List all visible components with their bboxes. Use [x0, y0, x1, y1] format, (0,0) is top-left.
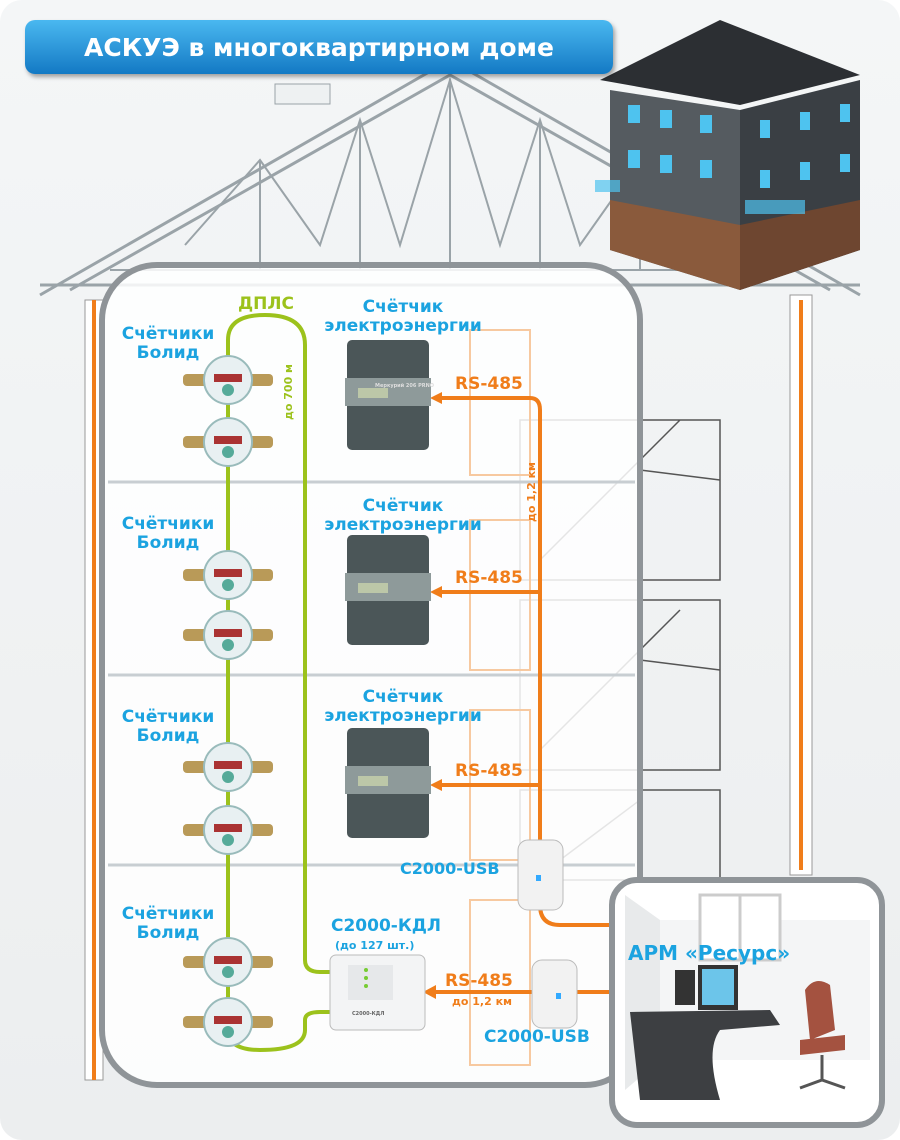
- bottom-rs485-label: RS-485: [445, 971, 513, 991]
- rs485-vertical-distance: до 1,2 км: [525, 461, 538, 522]
- arrowheads: [423, 392, 442, 999]
- kdl-label: С2000-КДЛ: [331, 916, 442, 936]
- walls: [84, 294, 813, 1081]
- rs485-label-floor-2: RS-485: [455, 568, 523, 588]
- kdl-device: [329, 954, 426, 1031]
- rs485-label-floor-1: RS-485: [455, 374, 523, 394]
- page-title: АСКУЭ в многоквартирном доме: [25, 20, 613, 74]
- kdl-device-text: С2000-КДЛ: [352, 1011, 385, 1017]
- water-meter: [183, 997, 273, 1047]
- water-meter: [183, 805, 273, 855]
- water-meters-label-floor-3: Счётчики Болид: [121, 707, 215, 746]
- dpls-line: [226, 312, 335, 1053]
- dpls-distance: до 700 м: [282, 363, 295, 420]
- usb-upper-label: С2000-USB: [400, 859, 500, 878]
- building-icon: [595, 20, 860, 290]
- electric-meter-label-floor-1: Счётчик электроэнергии: [324, 297, 482, 336]
- water-meters-label-floor-1: Счётчики Болид: [121, 324, 215, 363]
- dpls-label: ДПЛС: [238, 294, 294, 314]
- water-meter: [183, 417, 273, 467]
- usb-device-upper: [517, 839, 564, 911]
- water-meter: [183, 550, 273, 600]
- electric-meter: [345, 535, 431, 645]
- water-meter: [183, 610, 273, 660]
- usb-device-lower: [531, 959, 578, 1029]
- electric-meter: [345, 340, 431, 450]
- usb-lower-label: С2000-USB: [484, 1027, 590, 1047]
- rs485-label-floor-3: RS-485: [455, 761, 523, 781]
- water-meter: [183, 937, 273, 987]
- electric-meters: [345, 340, 431, 838]
- electric-meter-label-floor-2: Счётчик электроэнергии: [324, 496, 482, 535]
- arm-room: [609, 877, 885, 1128]
- water-meters-label-floor-4: Счётчики Болид: [121, 904, 215, 943]
- chimney: [274, 83, 331, 105]
- electric-meter-label-floor-3: Счётчик электроэнергии: [324, 687, 482, 726]
- water-meters-label-floor-2: Счётчики Болид: [121, 514, 215, 553]
- electric-meter: [345, 728, 431, 838]
- bottom-rs485-distance: до 1,2 км: [452, 995, 513, 1008]
- water-meters: [183, 355, 273, 1047]
- kdl-note: (до 127 шт.): [335, 939, 415, 952]
- electric-meter-model: Меркурий 206 PRNO: [375, 383, 435, 389]
- water-meter: [183, 742, 273, 792]
- arm-label: АРМ «Ресурс»: [628, 941, 791, 965]
- water-meter: [183, 355, 273, 405]
